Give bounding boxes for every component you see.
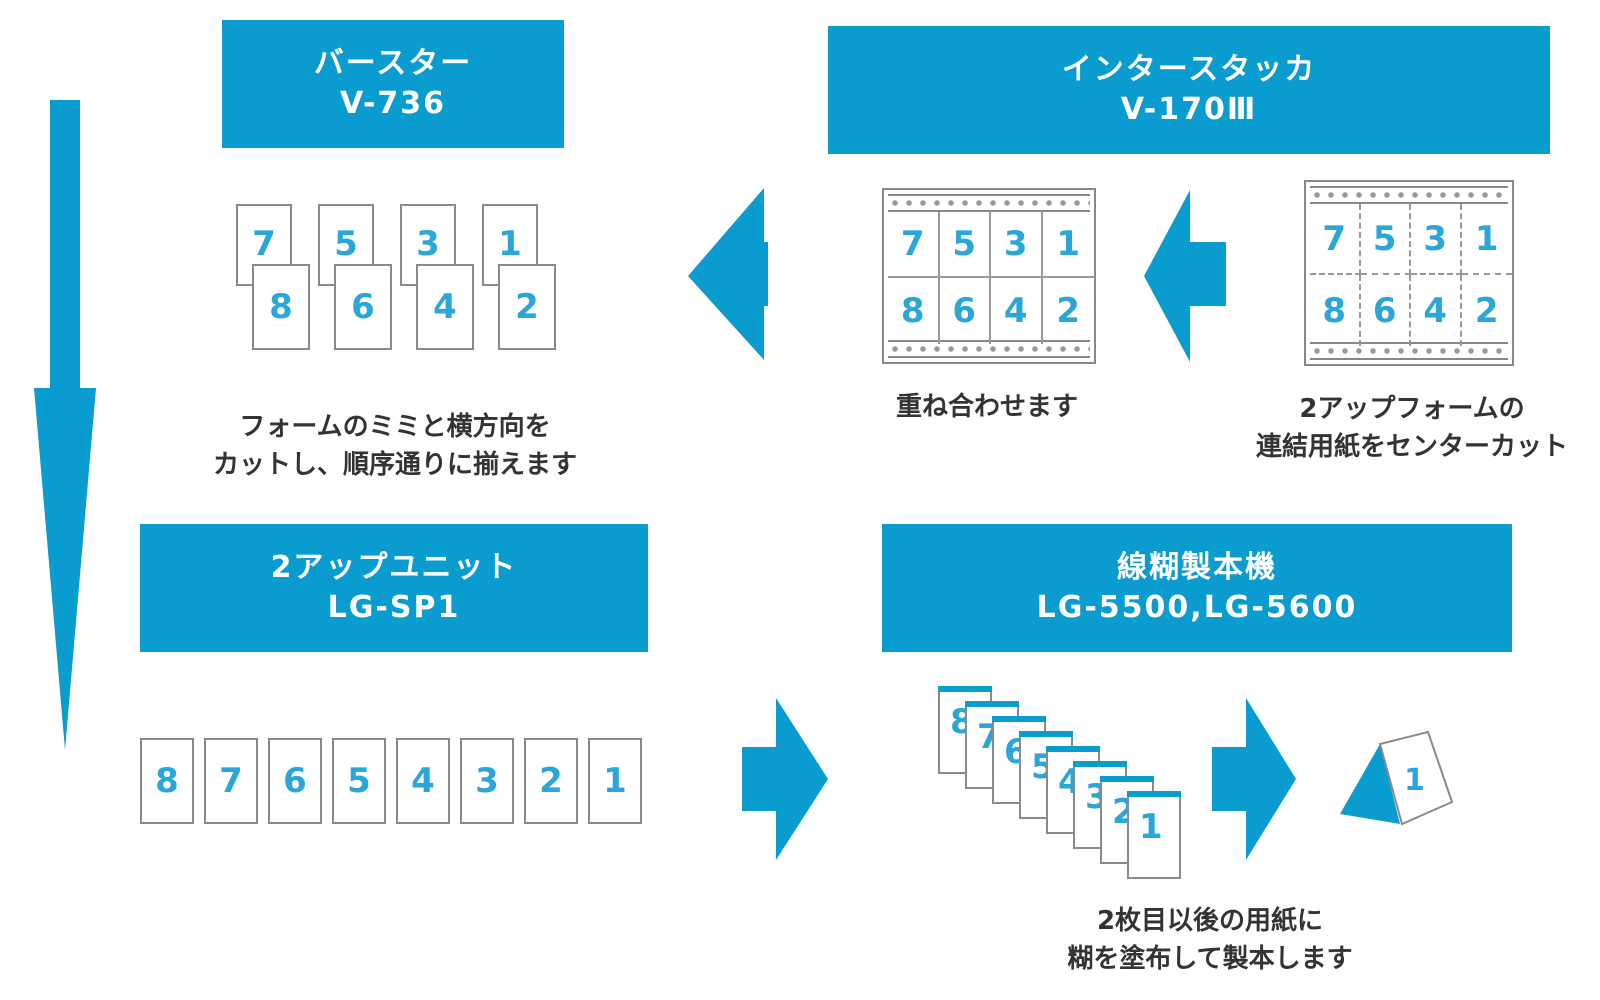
binder-caption: 2枚目以後の用紙に 糊を塗布して製本します bbox=[1040, 902, 1380, 978]
page-card: 5 bbox=[332, 738, 386, 824]
interstacker-box: インタースタッカ V-170Ⅲ bbox=[828, 26, 1550, 154]
bound-page: 1 bbox=[1127, 791, 1181, 879]
stack-caption-line1: 重ね合わせます bbox=[895, 392, 1078, 422]
twoup-name: 2アップユニット bbox=[270, 550, 518, 585]
page-number-cell: 1 bbox=[1461, 204, 1512, 275]
page-number-cell: 4 bbox=[991, 278, 1043, 344]
page-number-cell: 8 bbox=[888, 278, 940, 344]
glue-strip bbox=[965, 701, 1019, 707]
glue-strip bbox=[1127, 791, 1181, 797]
page-number-cell: 3 bbox=[991, 212, 1043, 278]
page-number-cell: 2 bbox=[1056, 291, 1081, 331]
page-card: 1 bbox=[588, 738, 642, 824]
center-cut-caption: 2アップフォームの 連結用紙をセンターカット bbox=[1232, 390, 1592, 466]
page-number-cell: 8 bbox=[1310, 275, 1361, 346]
binder-caption-line2: 糊を塗布して製本します bbox=[1067, 944, 1353, 974]
binder-caption-line1: 2枚目以後の用紙に bbox=[1096, 906, 1324, 936]
interstacker-model: V-170Ⅲ bbox=[1120, 92, 1258, 127]
bound-page-number: 1 bbox=[1139, 807, 1163, 847]
page-card: 4 bbox=[416, 264, 474, 350]
page-number-cell: 5 bbox=[939, 212, 991, 278]
burster-caption-line2: カットし、順序通りに揃えます bbox=[212, 450, 577, 480]
glue-strip bbox=[992, 716, 1046, 722]
page-number-cell: 7 bbox=[888, 212, 940, 278]
page-card: 7 bbox=[204, 738, 258, 824]
page-card: 3 bbox=[460, 738, 514, 824]
page-card: 6 bbox=[268, 738, 322, 824]
tractor-holes-top bbox=[1310, 186, 1508, 204]
page-number-cell: 2 bbox=[1474, 290, 1499, 331]
twoup-box: 2アップユニット LG-SP1 bbox=[140, 524, 648, 652]
page-number-cell: 4 bbox=[1411, 275, 1462, 346]
tractor-holes-bottom bbox=[1310, 342, 1508, 360]
page-card: 8 bbox=[252, 264, 310, 350]
interstacker-name: インタースタッカ bbox=[1061, 52, 1317, 87]
stack-caption: 重ね合わせます bbox=[862, 388, 1112, 426]
page-card: 6 bbox=[334, 264, 392, 350]
page-card: 2 bbox=[498, 264, 556, 350]
page-number-cell: 7 bbox=[1310, 204, 1361, 275]
twoup-model: LG-SP1 bbox=[327, 590, 461, 625]
page-card: 4 bbox=[396, 738, 450, 824]
page-number-cell: 6 bbox=[940, 278, 991, 344]
page-number-cell: 5 bbox=[1360, 204, 1411, 275]
glue-strip bbox=[1019, 731, 1073, 737]
burster-model: V-736 bbox=[339, 86, 447, 121]
binder-name: 線糊製本機 bbox=[1117, 550, 1277, 585]
tractor-holes-top bbox=[888, 194, 1090, 212]
glue-strip bbox=[938, 686, 992, 692]
page-card: 8 bbox=[140, 738, 194, 824]
glue-strip bbox=[1046, 746, 1100, 752]
page-card: 2 bbox=[524, 738, 578, 824]
binder-model: LG-5500,LG-5600 bbox=[1036, 590, 1358, 625]
center-cut-caption-line1: 2アップフォームの bbox=[1299, 394, 1525, 424]
burster-name: バースター bbox=[313, 46, 473, 81]
burster-caption-line1: フォームのミミと横方向を bbox=[239, 412, 551, 442]
binder-box: 線糊製本機 LG-5500,LG-5600 bbox=[882, 524, 1512, 652]
center-cut-caption-line2: 連結用紙をセンターカット bbox=[1255, 432, 1568, 462]
burster-box: バースター V-736 bbox=[222, 20, 564, 148]
page-number-cell: 1 bbox=[1042, 212, 1094, 278]
glue-strip bbox=[1100, 776, 1154, 782]
page-number-cell: 3 bbox=[1411, 204, 1462, 275]
finished-book-icon: 1 bbox=[1340, 730, 1454, 826]
tractor-holes-bottom bbox=[888, 340, 1090, 358]
finished-book-page-number: 1 bbox=[1404, 763, 1425, 798]
burster-caption: フォームのミミと横方向を カットし、順序通りに揃えます bbox=[180, 408, 610, 484]
page-number-cell: 6 bbox=[1361, 275, 1411, 346]
glue-strip bbox=[1073, 761, 1127, 767]
